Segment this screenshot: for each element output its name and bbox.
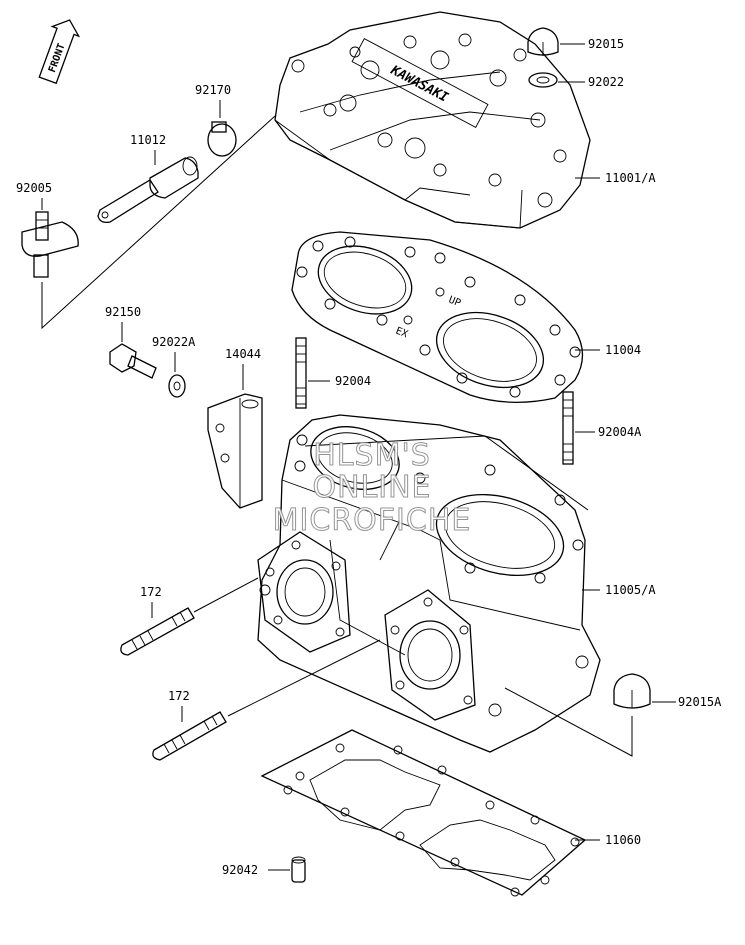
label-92022A: 92022A (152, 335, 196, 349)
gasket-mark-ex: EX (394, 326, 409, 341)
front-direction-badge: FRONT (38, 19, 81, 85)
label-92004A: 92004A (598, 425, 642, 439)
label-92170: 92170 (195, 83, 231, 97)
label-92015A: 92015A (678, 695, 722, 709)
label-92004: 92004 (335, 374, 371, 388)
watermark-line-1: HLSM'S (313, 438, 431, 473)
cap-nut-92015[interactable] (527, 27, 559, 56)
watermark-line-3: MICROFICHE (273, 503, 472, 538)
head-gasket[interactable]: UP EX (291, 231, 584, 403)
label-11001A: 11001/A (605, 171, 656, 185)
bolt-92150[interactable] (109, 343, 157, 379)
washer-92022A[interactable] (168, 374, 186, 398)
dowel-pin-92042[interactable] (291, 856, 306, 883)
stud-172-lower[interactable] (152, 711, 227, 761)
stud-bolt-92004A[interactable] (562, 391, 574, 465)
label-172-lower: 172 (168, 689, 190, 703)
label-92042: 92042 (222, 863, 258, 877)
cylinder-block[interactable] (257, 414, 601, 753)
label-92022: 92022 (588, 75, 624, 89)
base-gasket[interactable] (260, 729, 587, 897)
stud-bolt-92004[interactable] (295, 337, 307, 409)
label-14044: 14044 (225, 347, 261, 361)
gasket-mark-up: UP (447, 295, 462, 310)
label-11060: 11060 (605, 833, 641, 847)
label-11012: 11012 (130, 133, 166, 147)
watermark-line-2: ONLINE (312, 470, 431, 505)
label-11005A: 11005/A (605, 583, 656, 597)
label-92015: 92015 (588, 37, 624, 51)
cap-nut-92015A[interactable] (613, 673, 651, 709)
washer-92022[interactable] (528, 72, 558, 88)
label-92150: 92150 (105, 305, 141, 319)
bracket-14044[interactable] (207, 393, 263, 509)
label-172-upper: 172 (140, 585, 162, 599)
fitting-11012[interactable] (97, 156, 199, 224)
label-92005: 92005 (16, 181, 52, 195)
hose-clamp-92170[interactable] (207, 121, 237, 157)
label-11004: 11004 (605, 343, 641, 357)
stud-172-upper[interactable] (120, 607, 195, 656)
nipple-fitting-92005[interactable] (21, 211, 79, 278)
watermark: HLSM'S ONLINE MICROFICHE (272, 438, 472, 539)
